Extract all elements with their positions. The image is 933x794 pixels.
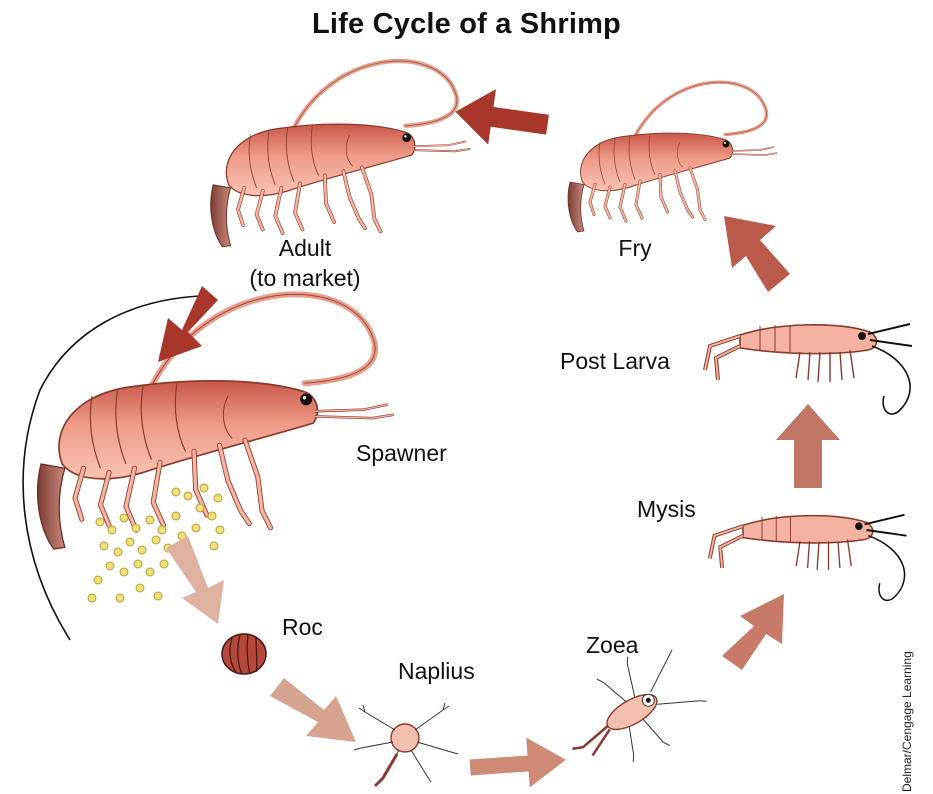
naplius-larva [354, 703, 458, 786]
stage-label-fry: Fry [605, 233, 665, 263]
stage-label-mysis: Mysis [637, 494, 696, 524]
stage-label-adult: Adult (to market) [235, 233, 375, 293]
adult-shrimp [211, 61, 471, 247]
roc-egg [222, 634, 266, 674]
mysis-shrimp [710, 515, 907, 601]
stage-label-adult-line1: Adult [235, 233, 375, 263]
arrow-zoea-to-mysis [722, 594, 784, 670]
post-larva-shrimp [705, 324, 912, 414]
arrow-fry-to-adult [452, 84, 552, 152]
image-credit: Delmar/Cengage Learning [900, 651, 914, 792]
spawner-shrimp [38, 294, 394, 549]
fry-shrimp [568, 82, 778, 232]
stage-label-zoea: Zoea [586, 630, 638, 660]
stage-label-adult-line2: (to market) [235, 263, 375, 293]
arrow-naplius-to-zoea [468, 735, 567, 792]
arrow-mysis-to-post-larva [776, 404, 840, 488]
arrow-post-larva-to-fry [724, 216, 790, 292]
stage-label-post-larva: Post Larva [560, 346, 670, 376]
stage-label-roc: Roc [282, 612, 323, 642]
stage-label-naplius: Naplius [398, 656, 475, 686]
arrow-roc-to-naplius [270, 678, 356, 742]
stage-label-spawner: Spawner [356, 438, 447, 468]
